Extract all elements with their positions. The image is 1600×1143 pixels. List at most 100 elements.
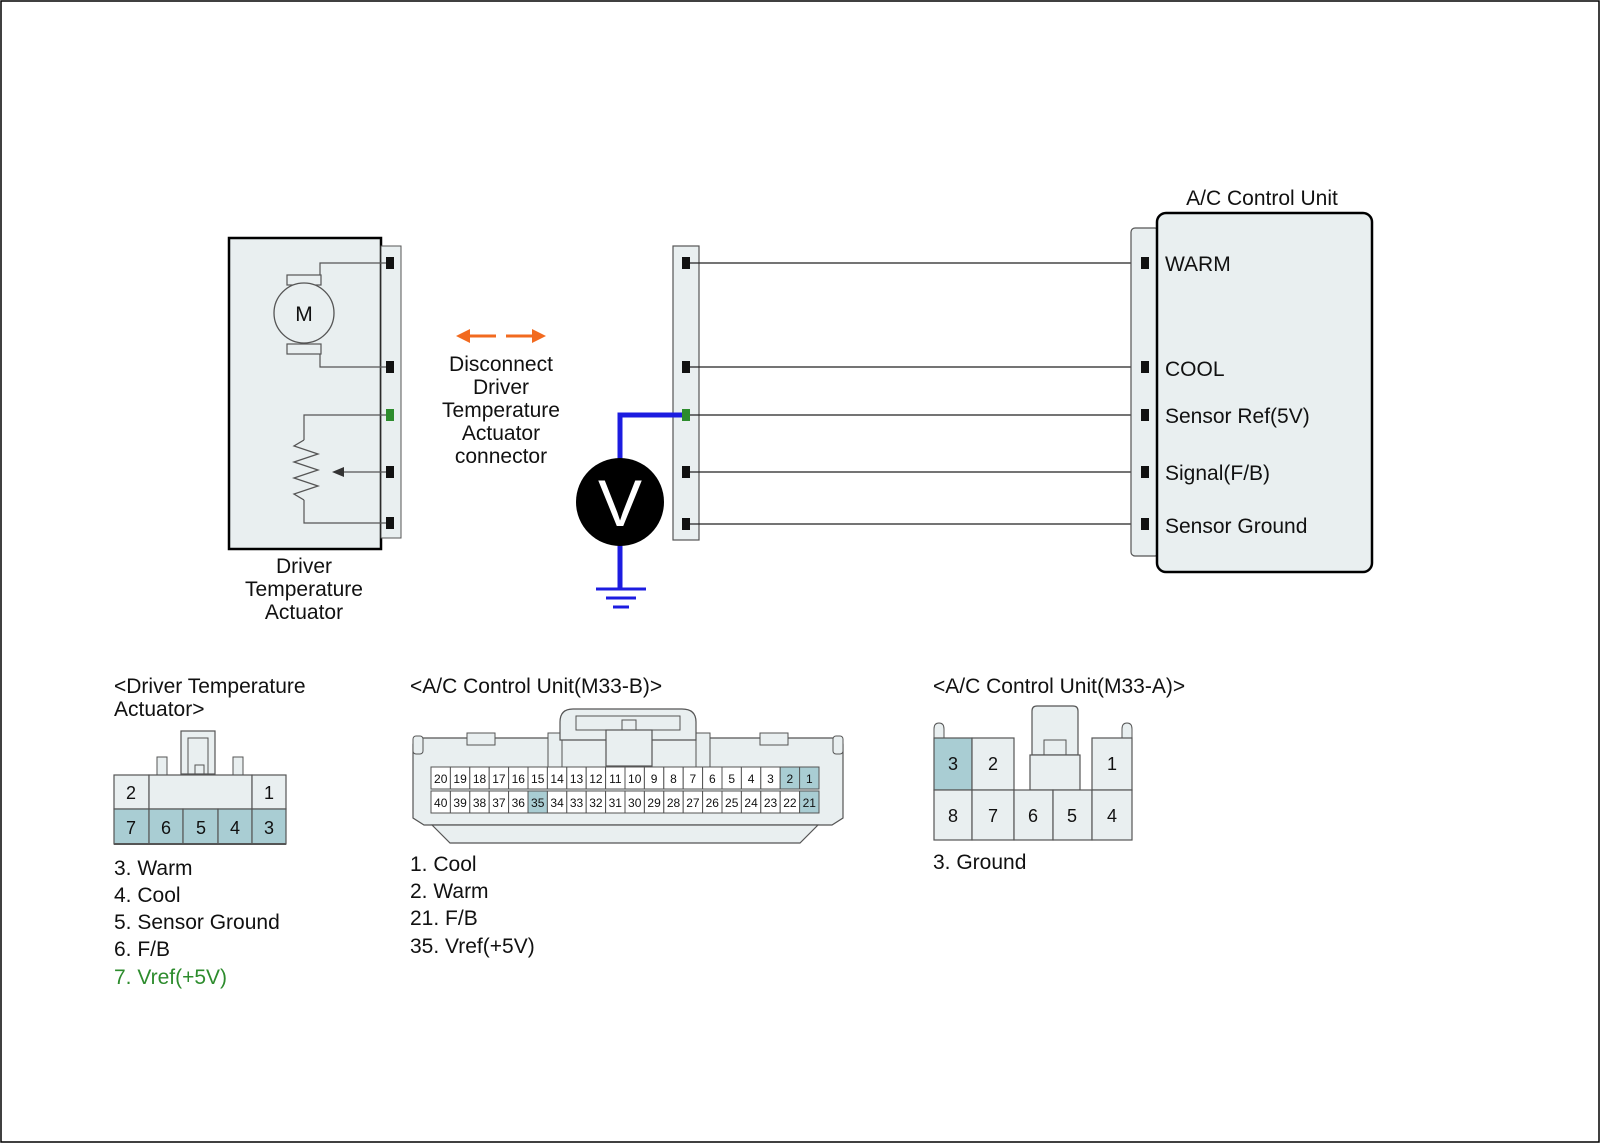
wiper-arrow-icon (332, 467, 344, 477)
pin-cell-highlighted (251, 808, 287, 845)
pin-number: 34 (550, 796, 564, 810)
connector-actuator-title: Actuator> (114, 698, 204, 721)
pin-number: 12 (589, 772, 603, 786)
control-unit-connector (1130, 227, 1160, 557)
pin-cell (933, 789, 973, 841)
pin-number: 15 (531, 772, 545, 786)
meter-probe-wire (617, 412, 682, 462)
motor-label: M (295, 303, 313, 326)
pin-cell (1091, 737, 1133, 791)
pin-number: 5 (728, 772, 735, 786)
terminal-label-sensor-ground: Sensor Ground (1165, 515, 1307, 538)
actuator-pin-vref (386, 409, 394, 421)
m33a-latch (1031, 705, 1079, 756)
actuator-connector-strip (380, 245, 402, 539)
pin-number: 25 (725, 796, 739, 810)
pin-number: 31 (609, 796, 623, 810)
harness-pin (682, 361, 690, 373)
pin-description: 3. Ground (933, 851, 1026, 874)
control-unit-pin (1141, 409, 1149, 421)
pin-description: 4. Cool (114, 884, 181, 907)
pin-cell-highlighted (799, 790, 820, 814)
meter-label: V (598, 466, 642, 540)
pin-description: 35. Vref(+5V) (410, 935, 535, 958)
disconnect-note: Disconnect Driver Temperature Actuator c… (442, 329, 560, 468)
pin-number: 30 (628, 796, 642, 810)
disconnect-line: Temperature (442, 399, 560, 422)
pin-number: 3 (767, 772, 774, 786)
pin-cell-highlighted (217, 808, 253, 845)
actuator-name-line: Actuator (265, 601, 343, 624)
pin-number: 1 (1107, 754, 1117, 774)
actuator-pin (386, 361, 394, 373)
m33b-latch (559, 708, 697, 741)
pin-number: 33 (570, 796, 584, 810)
pin-number: 6 (709, 772, 716, 786)
pin-cell-highlighted (148, 808, 184, 845)
pin-number: 4 (748, 772, 755, 786)
pin-number: 7 (126, 818, 136, 838)
driver-temperature-actuator: M Driver Temperature Actuator (227, 236, 402, 624)
control-unit-title: A/C Control Unit (1186, 187, 1338, 210)
pin-number: 2 (126, 783, 136, 803)
connector-actuator: <Driver Temperature Actuator> 2 1 7 6 5 … (113, 675, 306, 989)
connector-m33b-title: <A/C Control Unit(M33-B)> (410, 675, 662, 698)
harness-pin (682, 257, 690, 269)
pin-cell-highlighted (933, 737, 973, 791)
voltmeter: V (576, 412, 682, 609)
pin-number: 10 (628, 772, 642, 786)
pin-number: 1 (806, 772, 813, 786)
pin-number: 17 (492, 772, 506, 786)
voltmeter-icon (576, 458, 664, 546)
pin-number: 37 (492, 796, 506, 810)
pin-description: 1. Cool (410, 853, 477, 876)
pin-number: 6 (161, 818, 171, 838)
connector-m33a-title: <A/C Control Unit(M33-A)> (933, 675, 1185, 698)
pin-number: 32 (589, 796, 603, 810)
terminal-label-signal: Signal(F/B) (1165, 462, 1270, 485)
pin-number: 3 (264, 818, 274, 838)
pin-number: 7 (988, 806, 998, 826)
pin-cell (1013, 789, 1054, 841)
pin-number: 4 (230, 818, 240, 838)
pin-number: 9 (651, 772, 658, 786)
pin-number: 40 (434, 796, 448, 810)
pin-number: 8 (948, 806, 958, 826)
pin-cell-blank (1029, 754, 1081, 791)
pin-number: 3 (948, 754, 958, 774)
pin-number: 4 (1107, 806, 1117, 826)
pin-number: 6 (1028, 806, 1038, 826)
pin-number: 29 (647, 796, 661, 810)
control-unit-pin (1141, 466, 1149, 478)
pin-number: 28 (667, 796, 681, 810)
terminal-label-cool: COOL (1165, 358, 1225, 381)
pin-number: 5 (196, 818, 206, 838)
pin-description-vref: 7. Vref(+5V) (114, 966, 227, 989)
harness-pin-vref (682, 409, 690, 421)
pin-number: 36 (512, 796, 526, 810)
disconnect-line: Actuator (462, 422, 540, 445)
pin-description: 5. Sensor Ground (114, 911, 280, 934)
actuator-name-line: Driver (276, 555, 332, 578)
actuator-pin (386, 517, 394, 529)
pin-number: 19 (453, 772, 467, 786)
pin-number: 23 (764, 796, 778, 810)
control-unit-pin (1141, 518, 1149, 530)
harness-connector (672, 245, 1143, 541)
pin-number: 8 (670, 772, 677, 786)
pin-number: 16 (512, 772, 526, 786)
pin-number: 39 (453, 796, 467, 810)
pin-number: 11 (609, 772, 622, 786)
pin-number: 18 (473, 772, 487, 786)
potentiometer-icon (291, 439, 321, 501)
arrow-left-icon (456, 329, 470, 343)
pin-number: 27 (686, 796, 700, 810)
pin-number: 35 (531, 796, 545, 810)
pin-number: 24 (744, 796, 758, 810)
harness-connector-strip (672, 245, 700, 541)
pin-number: 7 (690, 772, 697, 786)
pin-cell-blank (148, 774, 253, 810)
pin-number: 14 (550, 772, 564, 786)
